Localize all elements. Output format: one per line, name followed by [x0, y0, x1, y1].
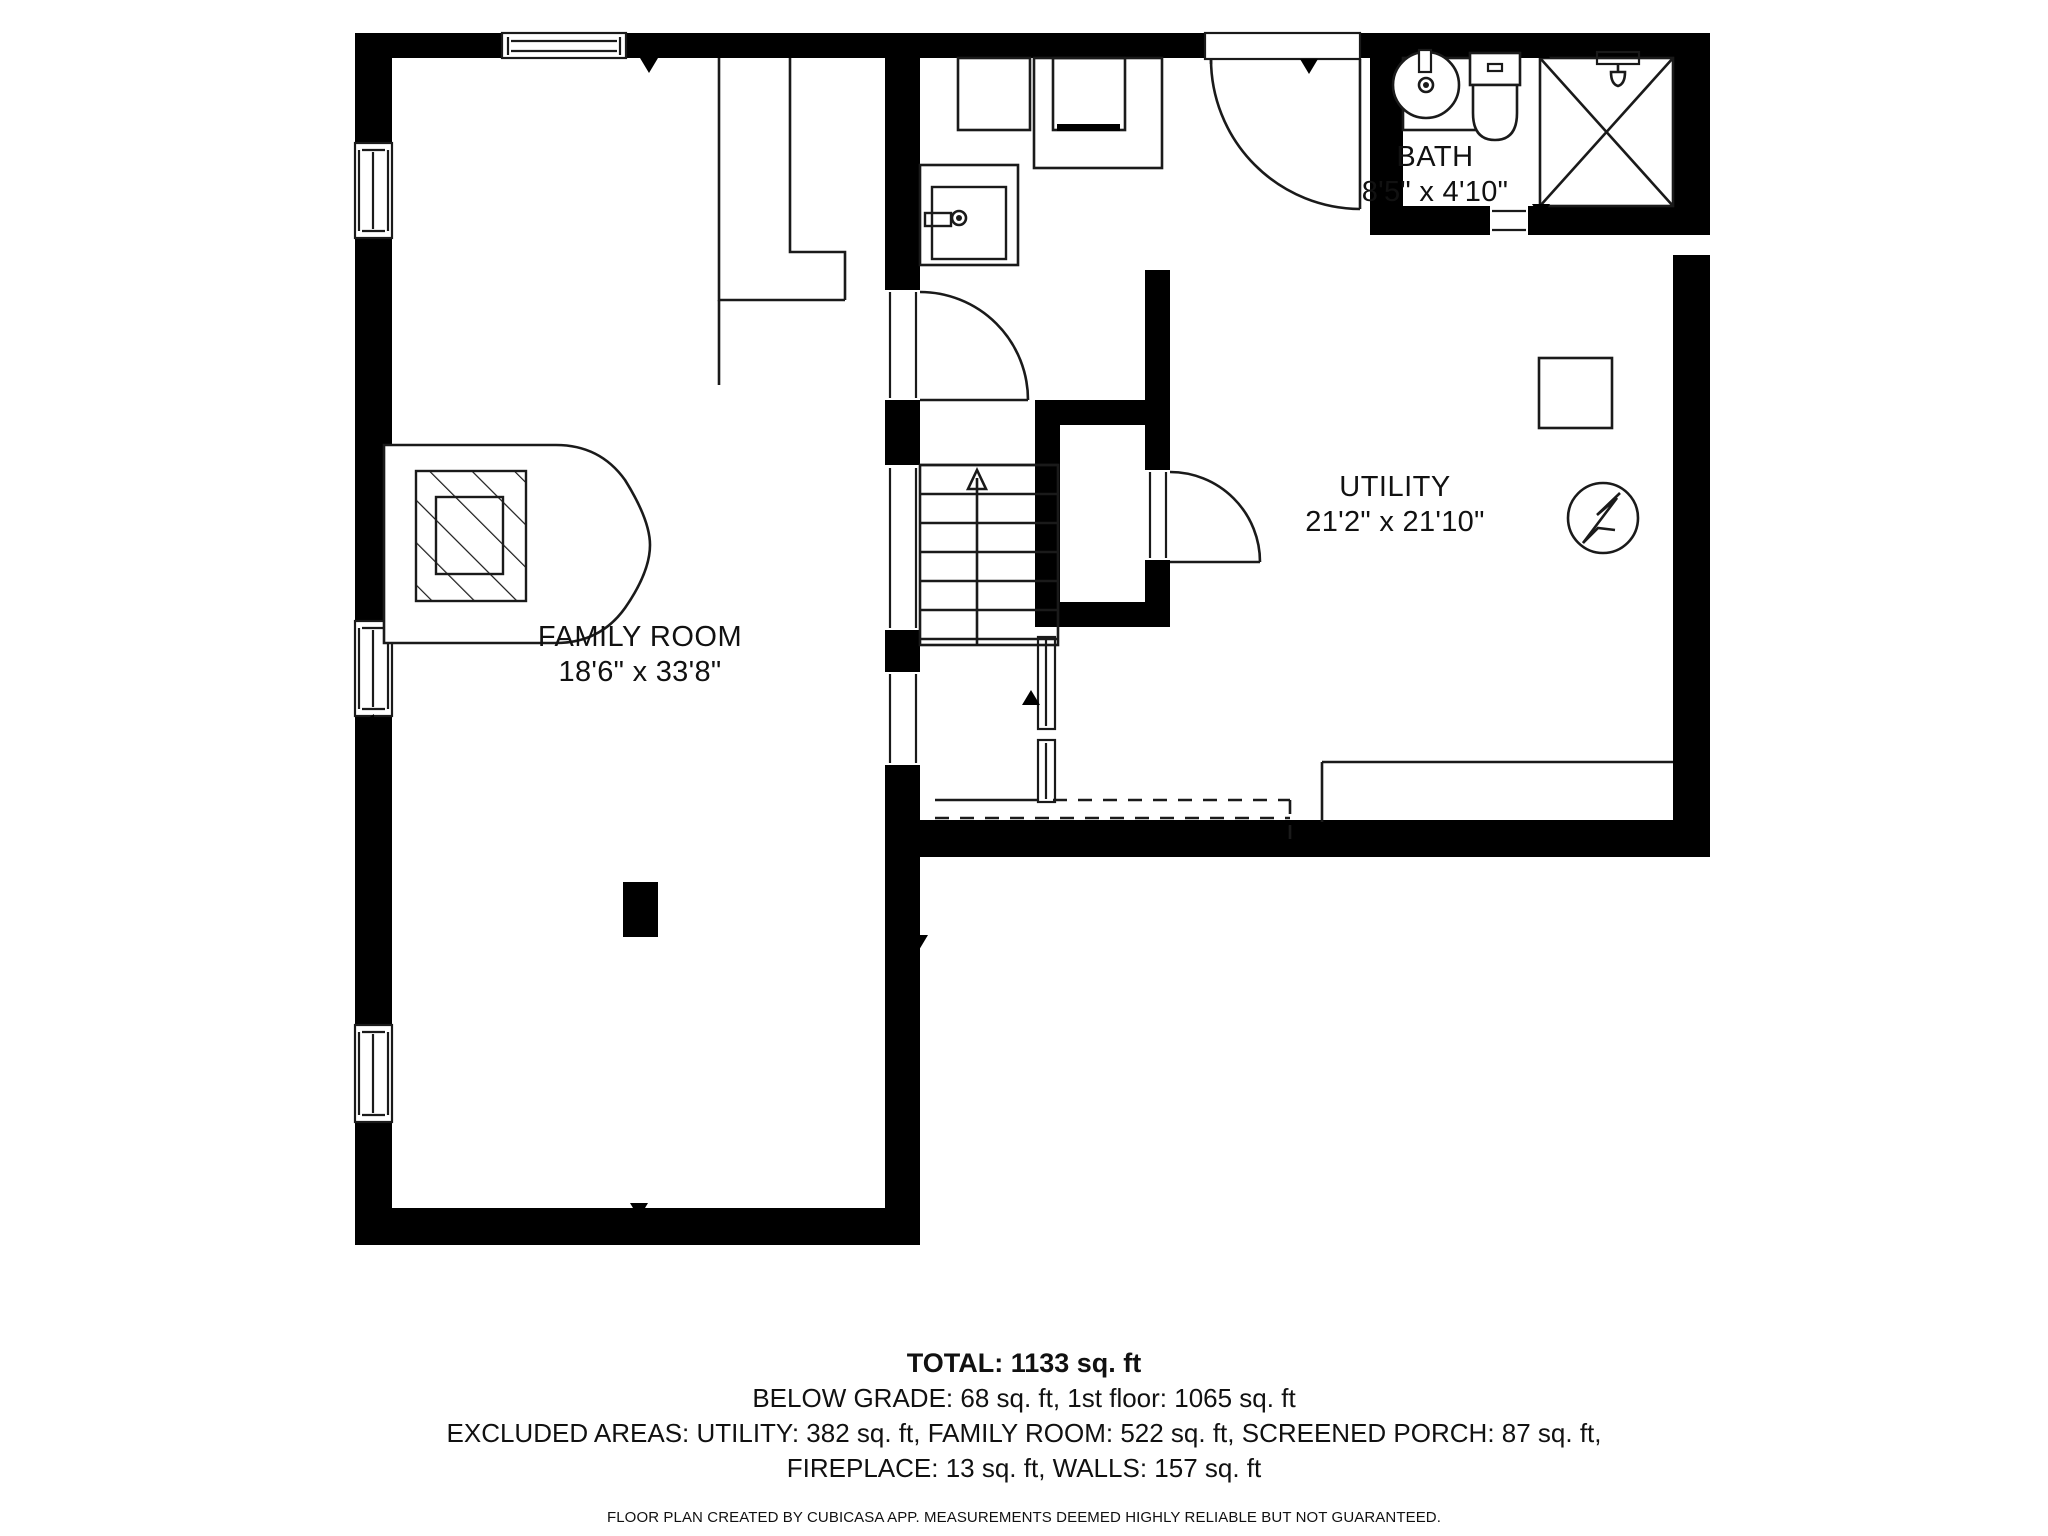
window-group [353, 31, 1526, 1124]
toilet-icon [1468, 51, 1522, 142]
area-summary: TOTAL: 1133 sq. ft BELOW GRADE: 68 sq. f… [0, 1345, 2048, 1527]
dryer-icon [1051, 56, 1127, 132]
storage-closet-icon [1060, 425, 1145, 602]
stairs-icon [918, 463, 1060, 647]
summary-below-grade: BELOW GRADE: 68 sq. ft, 1st floor: 1065 … [752, 1383, 1296, 1414]
electrical-panel-icon [1566, 481, 1640, 555]
shower-icon [1538, 50, 1675, 208]
fireplace-icon [382, 443, 652, 645]
support-column-icon [623, 882, 658, 937]
counter-icon [1320, 760, 1673, 822]
summary-excluded-areas: EXCLUDED AREAS: UTILITY: 382 sq. ft, FAM… [446, 1418, 1602, 1448]
wall-group [355, 33, 1710, 1245]
family-room-closet-outline [717, 58, 847, 385]
door-group [919, 31, 1362, 564]
summary-disclaimer: FLOOR PLAN CREATED BY CUBICASA APP. MEAS… [606, 1508, 1442, 1526]
utility-sink-icon [918, 163, 1020, 267]
bathroom-sink-icon [1391, 48, 1487, 132]
summary-excluded-areas-cont: FIREPLACE: 13 sq. ft, WALLS: 157 sq. ft [786, 1452, 1262, 1483]
washer-icon [956, 56, 1032, 132]
summary-total: TOTAL: 1133 sq. ft [906, 1348, 1142, 1378]
direction-markers [360, 44, 1695, 1218]
overhead-dashed-lines [935, 798, 1292, 848]
water-heater-icon [1537, 356, 1614, 430]
